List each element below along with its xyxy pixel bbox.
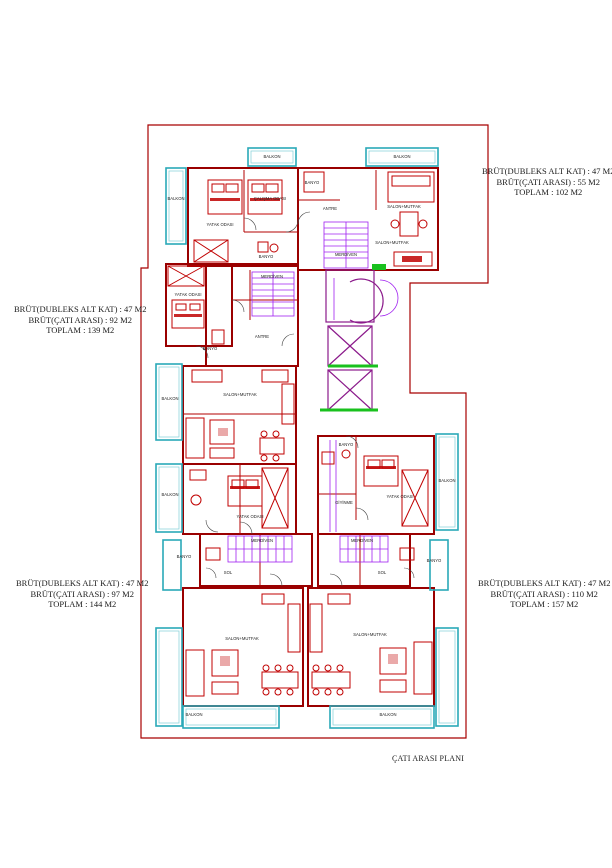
- doors: [195, 211, 415, 587]
- room-label: YATAK ODASI: [387, 494, 414, 499]
- area-summary-bottom-right: BRÜT(DUBLEKS ALT KAT) : 47 M2 BRÜT(ÇATI …: [478, 578, 610, 610]
- room-label: BALKON: [394, 154, 411, 159]
- site-boundary: [140, 124, 489, 739]
- room-label: MERDİVEN: [335, 252, 357, 257]
- room-label: YATAK ODASI: [175, 292, 202, 297]
- room-label: SALON+MUTFAK: [223, 392, 257, 397]
- inner-walls: [183, 170, 377, 586]
- walls: [165, 167, 439, 707]
- stairs: [227, 221, 399, 563]
- room-label: ANTRE: [323, 206, 337, 211]
- dubleks-area: BRÜT(DUBLEKS ALT KAT) : 47 M2: [14, 304, 147, 314]
- furniture: [167, 171, 435, 697]
- room-label: BANYO: [305, 180, 320, 185]
- total-area: TOPLAM : 157 M2: [510, 599, 579, 609]
- room-label: SALON+MUTFAK: [375, 240, 409, 245]
- core-accent-small: [372, 264, 386, 270]
- area-summary-bottom-left: BRÜT(DUBLEKS ALT KAT) : 47 M2 BRÜT(ÇATI …: [16, 578, 148, 610]
- central-core: [325, 269, 384, 411]
- dubleks-area: BRÜT(DUBLEKS ALT KAT) : 47 M2: [482, 166, 612, 176]
- room-label: BANYO: [339, 442, 354, 447]
- room-label: SALON+MUTFAK: [225, 636, 259, 641]
- room-label: MERDİVEN: [261, 274, 283, 279]
- room-label: BANYO: [177, 554, 192, 559]
- cati-area: BRÜT(ÇATI ARASI) : 97 M2: [30, 588, 134, 599]
- room-label: BALKON: [168, 196, 185, 201]
- total-area: TOPLAM : 144 M2: [48, 599, 117, 609]
- room-label: BANYO: [259, 254, 274, 259]
- balcony-inner: [158, 150, 456, 726]
- area-summary-mid-left: BRÜT(DUBLEKS ALT KAT) : 47 M2 BRÜT(ÇATI …: [14, 304, 146, 336]
- room-label: ANTRE: [255, 334, 269, 339]
- balconies: [155, 147, 459, 729]
- room-label: BALKON: [162, 396, 179, 401]
- plan-title: ÇATI ARASI PLANI: [392, 754, 465, 763]
- cati-area: BRÜT(ÇATI ARASI) : 92 M2: [28, 314, 132, 325]
- total-area: TOPLAM : 139 M2: [46, 325, 115, 335]
- area-summary-top-right: BRÜT(DUBLEKS ALT KAT) : 47 M2 BRÜT(ÇATI …: [482, 166, 612, 198]
- room-label: MERDİVEN: [351, 538, 373, 543]
- room-labels: BALKON BALKON BALKON YATAK ODASI ÇALIŞMA…: [162, 154, 456, 717]
- room-label: BALKON: [162, 492, 179, 497]
- furniture-bold: [174, 198, 422, 666]
- room-label: BALKON: [186, 712, 203, 717]
- room-label: YATAK ODASI: [207, 222, 234, 227]
- room-label: ÇALIŞMA ODASI: [254, 196, 286, 201]
- cati-area: BRÜT(ÇATI ARASI) : 55 M2: [496, 176, 600, 187]
- room-label: BANYO: [427, 558, 442, 563]
- room-label: SOL: [378, 570, 387, 575]
- room-label: BALKON: [380, 712, 397, 717]
- dubleks-area: BRÜT(DUBLEKS ALT KAT) : 47 M2: [16, 578, 149, 588]
- room-label: SALON+MUTFAK: [387, 204, 421, 209]
- room-label: BANYO: [203, 346, 218, 351]
- room-label: GİYİNME: [335, 500, 353, 505]
- room-label: MERDİVEN: [251, 538, 273, 543]
- cati-area: BRÜT(ÇATI ARASI) : 110 M2: [490, 588, 598, 599]
- room-label: BALKON: [264, 154, 281, 159]
- room-label: SOL: [224, 570, 233, 575]
- room-label: SALON+MUTFAK: [353, 632, 387, 637]
- room-label: BALKON: [439, 478, 456, 483]
- room-label: YATAK ODASI: [237, 514, 264, 519]
- total-area: TOPLAM : 102 M2: [514, 187, 583, 197]
- dubleks-area: BRÜT(DUBLEKS ALT KAT) : 47 M2: [478, 578, 611, 588]
